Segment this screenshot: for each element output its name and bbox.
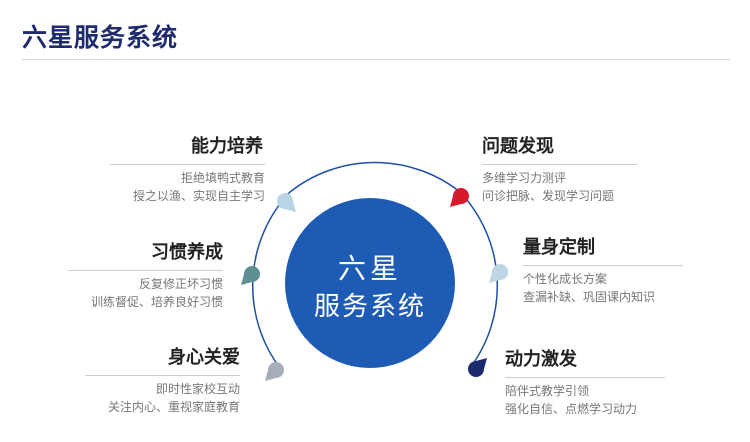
center-title-line1: 六星 <box>337 252 402 285</box>
item-ability: 能力培养 拒绝填鸭式教育 授之以渔、实现自主学习 <box>110 132 265 205</box>
item-divider <box>85 375 240 376</box>
top-arc <box>289 161 461 193</box>
item-desc-line2: 强化自信、点燃学习动力 <box>505 402 638 416</box>
marker-care-icon <box>265 362 284 381</box>
item-title: 动力激发 <box>505 349 577 370</box>
item-title: 能力培养 <box>191 136 263 157</box>
item-custom: 量身定制 个性化成长方案 查漏补缺、巩固课内知识 <box>523 233 683 306</box>
marker-motivation-icon <box>468 358 487 377</box>
item-desc-line1: 即时性家校互动 <box>155 382 240 396</box>
item-divider <box>482 164 637 165</box>
marker-ability-icon <box>277 193 296 212</box>
item-desc-line1: 陪伴式教学引领 <box>505 384 590 398</box>
item-divider <box>523 265 683 266</box>
item-title: 问题发现 <box>482 136 554 157</box>
item-divider <box>68 270 223 271</box>
item-divider <box>505 377 665 378</box>
item-desc-line2: 问诊把脉、发现学习问题 <box>482 189 615 203</box>
marker-discover-icon <box>450 188 469 207</box>
item-discover: 问题发现 多维学习力测评 问诊把脉、发现学习问题 <box>482 132 637 205</box>
item-desc-line1: 反复修正坏习惯 <box>138 277 223 291</box>
item-desc-line1: 多维学习力测评 <box>482 171 567 185</box>
item-desc-line2: 关注内心、重视家庭教育 <box>107 400 240 414</box>
item-care: 身心关爱 即时性家校互动 关注内心、重视家庭教育 <box>85 343 240 416</box>
marker-habit-icon <box>241 266 260 285</box>
item-desc-line2: 授之以渔、实现自主学习 <box>132 189 265 203</box>
left-arc <box>251 191 291 369</box>
item-title: 习惯养成 <box>151 242 223 263</box>
center-circle <box>285 198 455 368</box>
item-motivation: 动力激发 陪伴式教学引领 强化自信、点燃学习动力 <box>505 345 665 418</box>
item-desc-line1: 个性化成长方案 <box>523 272 608 286</box>
item-divider <box>110 164 265 165</box>
item-desc-line2: 训练督促、培养良好习惯 <box>90 295 223 309</box>
item-desc-line2: 查漏补缺、巩固课内知识 <box>523 290 656 304</box>
item-desc-line1: 拒绝填鸭式教育 <box>180 171 265 185</box>
marker-custom-icon <box>489 264 508 283</box>
title-divider <box>22 59 730 60</box>
item-title: 身心关爱 <box>168 347 240 368</box>
page-title: 六星服务系统 <box>22 23 179 52</box>
center-title-line2: 服务系统 <box>313 292 426 322</box>
item-habit: 习惯养成 反复修正坏习惯 训练督促、培养良好习惯 <box>68 238 223 311</box>
item-title: 量身定制 <box>523 237 595 258</box>
